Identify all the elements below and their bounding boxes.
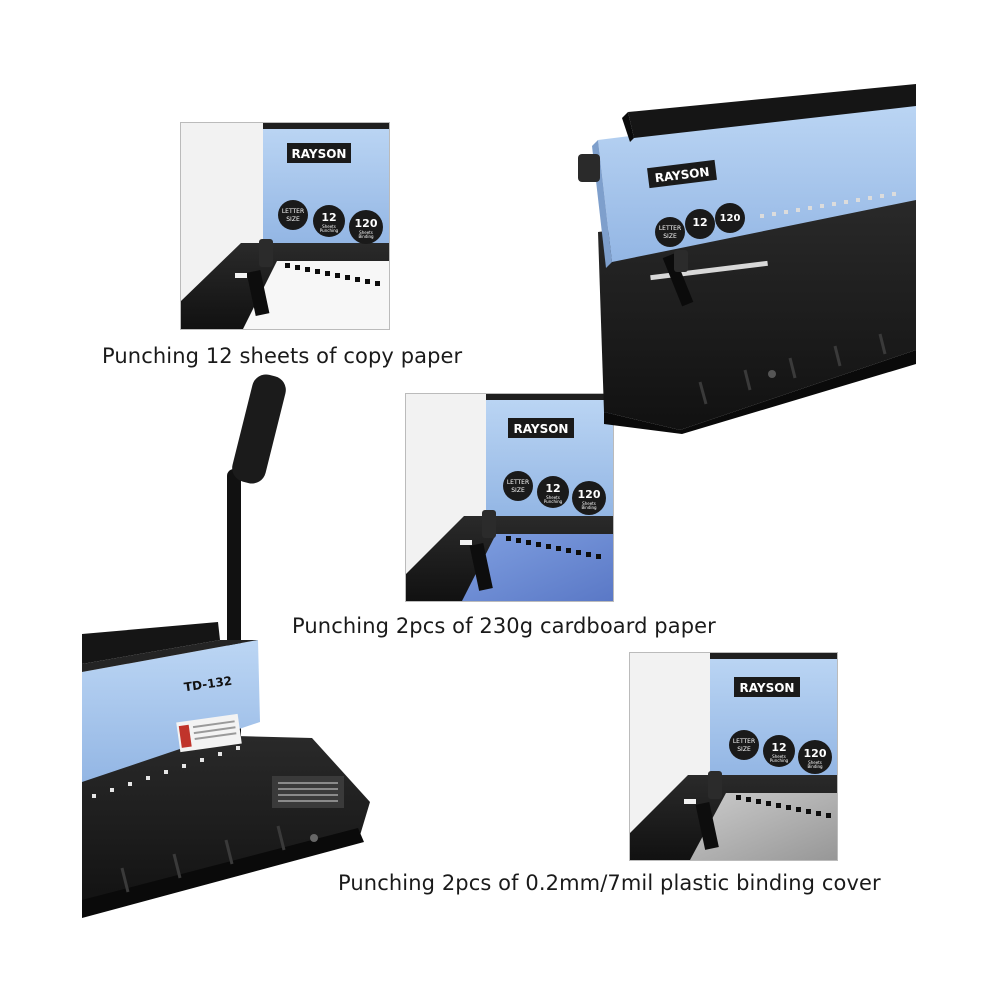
- badge-binding-value: 120: [355, 217, 378, 230]
- badge-binding-value: 120: [578, 488, 601, 501]
- machine-front-image: TD-132: [82, 374, 370, 918]
- brand-label: RAYSON: [654, 165, 710, 186]
- badge-sheets-label: Sheets: [772, 754, 786, 759]
- brand-label: RAYSON: [514, 422, 569, 436]
- closeup-cardboard-panel: RAYSON LETTER SIZE 12 Sheets Punching 12…: [405, 393, 614, 602]
- badge-binding-value: 120: [720, 213, 741, 224]
- caption-copy-paper: Punching 12 sheets of copy paper: [102, 344, 463, 368]
- closeup-plastic-cover-panel: RAYSON LETTER SIZE 12 Sheets Punching 12…: [629, 652, 838, 861]
- badge-sheets-label: Sheets: [322, 224, 336, 229]
- badge-binding-label2: Binding: [581, 505, 597, 510]
- caption-plastic-cover: Punching 2pcs of 0.2mm/7mil plastic bind…: [338, 871, 881, 895]
- badge-letter-size-line2: SIZE: [286, 216, 300, 223]
- brand-label: RAYSON: [292, 147, 347, 161]
- machine-rear-image: RAYSON LETTER SIZE 12 120: [578, 84, 916, 434]
- badge-letter-size-line1: LETTER: [733, 738, 755, 745]
- badge-sheets-value: 12: [692, 216, 707, 229]
- badge-binding-label2: Binding: [358, 234, 374, 239]
- badge-letter-size-line1: LETTER: [659, 225, 681, 232]
- closeup-copy-paper-panel: RAYSON LETTER SIZE 12 Sheets Punching 12…: [180, 122, 390, 330]
- badge-letter-size-line2: SIZE: [511, 487, 525, 494]
- badge-binding-label2: Binding: [807, 764, 823, 769]
- plastic-cover-closeup-image: RAYSON LETTER SIZE 12 Sheets Punching 12…: [630, 653, 837, 860]
- badge-sheets-label: Sheets: [546, 495, 560, 500]
- badge-binding-value: 120: [804, 747, 827, 760]
- badge-binding-label: Sheets: [808, 760, 822, 765]
- badge-sheets-label2: Punching: [320, 228, 339, 233]
- binding-machine-front-view: TD-132: [82, 372, 370, 918]
- brand-label: RAYSON: [740, 681, 795, 695]
- badge-binding-label: Sheets: [582, 501, 596, 506]
- caption-cardboard: Punching 2pcs of 230g cardboard paper: [292, 614, 716, 638]
- model-label: TD-132: [183, 674, 233, 695]
- badge-letter-size-line1: LETTER: [282, 208, 304, 215]
- badge-sheets-value: 12: [771, 741, 786, 754]
- badge-sheets-label2: Punching: [544, 499, 563, 504]
- cardboard-closeup-image: RAYSON LETTER SIZE 12 Sheets Punching 12…: [406, 394, 613, 601]
- badge-sheets-value: 12: [321, 211, 336, 224]
- badge-letter-size-line2: SIZE: [663, 233, 677, 240]
- badge-binding-label: Sheets: [359, 230, 373, 235]
- binding-machine-rear-view: RAYSON LETTER SIZE 12 120: [570, 82, 920, 434]
- badge-letter-size-line1: LETTER: [507, 479, 529, 486]
- badge-letter-size-line2: SIZE: [737, 746, 751, 753]
- copy-paper-closeup-image: RAYSON LETTER SIZE 12 Sheets Punching 12…: [181, 123, 389, 329]
- badge-sheets-value: 12: [545, 482, 560, 495]
- badge-sheets-label2: Punching: [770, 758, 789, 763]
